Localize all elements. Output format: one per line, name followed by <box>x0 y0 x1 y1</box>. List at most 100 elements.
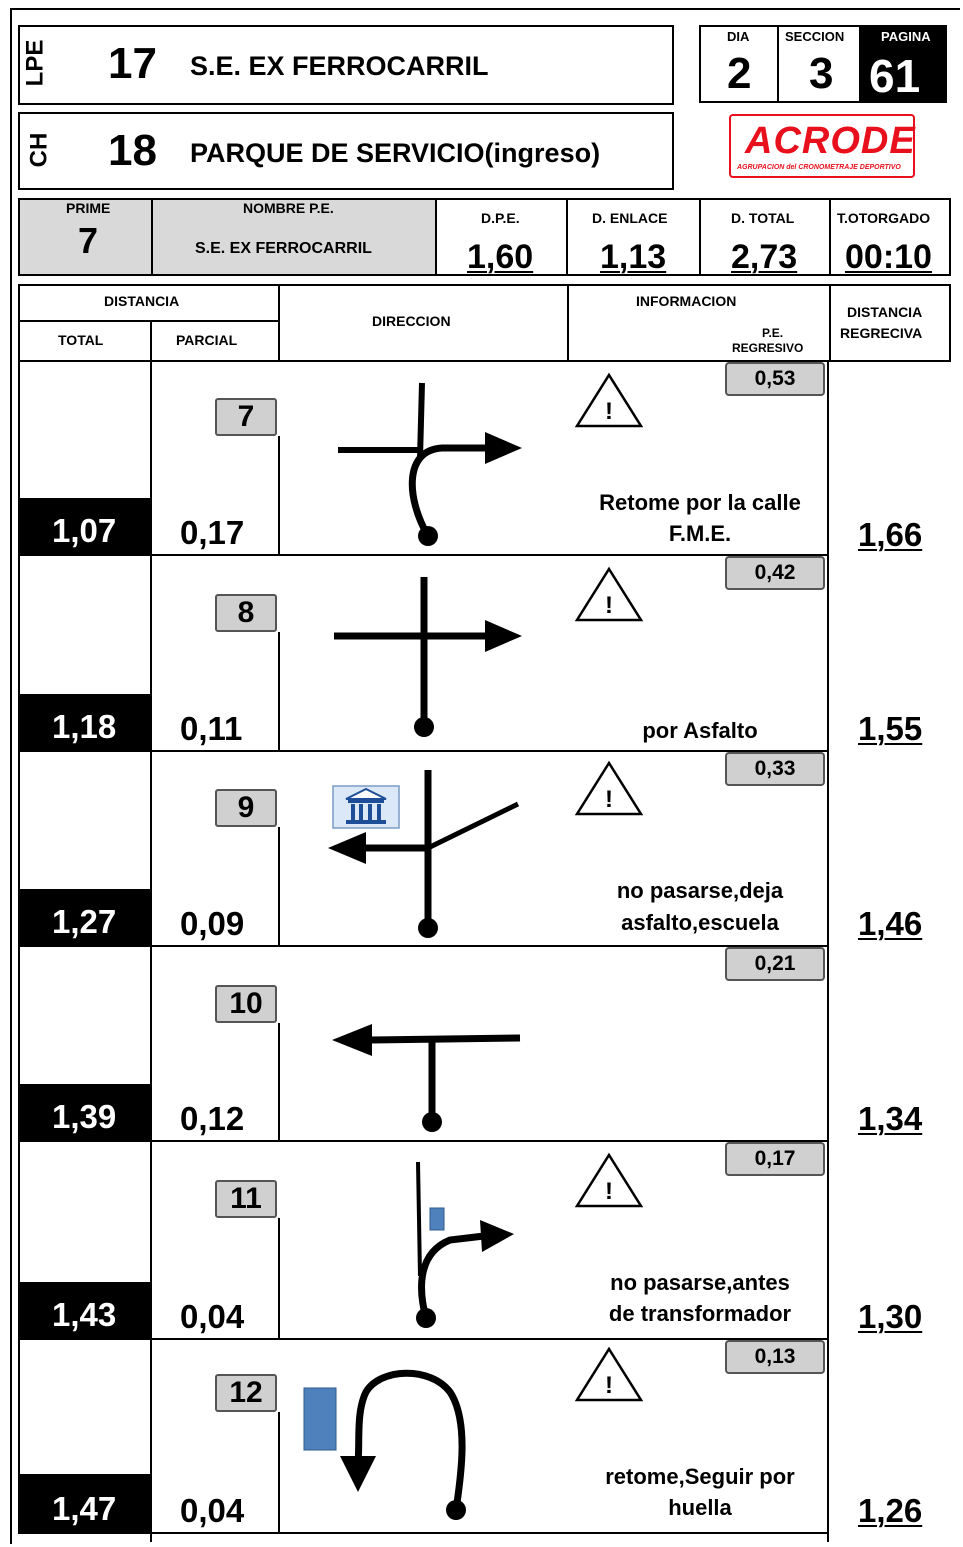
col-divider <box>278 284 280 362</box>
dpe-label: D.P.E. <box>481 210 520 226</box>
row-grid-line <box>18 1338 829 1340</box>
dtotal-value: 2,73 <box>731 238 798 276</box>
regresiva-value: 1,46 <box>858 905 923 942</box>
summary-denlace: D. ENLACE 1,13 <box>566 198 701 276</box>
col-total: TOTAL <box>58 332 104 348</box>
col-divider <box>567 284 569 362</box>
pagina-label: PAGINA <box>881 29 931 44</box>
row-grid-line <box>278 827 280 945</box>
regresiva-value: 1,34 <box>858 1100 923 1137</box>
col-direccion: DIRECCION <box>372 313 451 329</box>
pe-regresivo-badge: 0,13 <box>725 1340 825 1374</box>
col-pe-regresivo-2: REGRESIVO <box>732 341 804 355</box>
row-grid-line <box>18 750 829 752</box>
warning-icon: ! <box>574 566 644 622</box>
pe-regresivo-badge: 0,42 <box>725 556 825 590</box>
total-cell <box>18 498 151 554</box>
col-divider <box>150 320 152 362</box>
logo-subtext: AGRUPACION del CRONOMETRAJE DEPORTIVO <box>737 164 901 171</box>
info-line1: no pasarse,antes <box>610 1270 790 1295</box>
summary-prime: PRIME 7 <box>18 198 153 276</box>
step-badge: 7 <box>215 398 277 436</box>
pe-regresivo-badge: 0,53 <box>725 362 825 396</box>
svg-text:!: ! <box>605 1372 613 1399</box>
ch-label: CH <box>25 132 53 168</box>
svg-text:!: ! <box>605 1178 613 1205</box>
row-grid-line <box>18 554 152 556</box>
step-badge: 11 <box>215 1180 277 1218</box>
page-frame <box>10 8 960 1544</box>
regresiva-value: 1,26 <box>858 1492 923 1529</box>
warning-icon: ! <box>574 372 644 428</box>
row-grid-line <box>827 362 829 1542</box>
col-distancia-regresiva-1: DISTANCIA <box>847 304 923 320</box>
parcial-value: 0,17 <box>180 514 245 551</box>
summary-totorgado: T.OTORGADO 00:10 <box>829 198 951 276</box>
totorgado-value: 00:10 <box>845 238 932 276</box>
info-line2: F.M.E. <box>668 521 732 546</box>
col-parcial: PARCIAL <box>176 332 238 348</box>
row-grid-line <box>278 632 280 750</box>
info-line2: asfalto,escuela <box>621 910 779 935</box>
parcial-value: 0,11 <box>180 710 243 747</box>
info-line1: no pasarse,deja <box>616 878 784 903</box>
step-badge: 12 <box>215 1374 277 1412</box>
info-line2: por Asfalto <box>642 718 758 743</box>
row-grid-line <box>18 1140 829 1142</box>
ch-name: PARQUE DE SERVICIO(ingreso) <box>190 138 601 168</box>
dia-value: 2 <box>727 49 752 98</box>
info-line1: Retome por la calle <box>599 490 801 515</box>
info-line2: huella <box>668 1495 732 1520</box>
regresiva-value: 1,30 <box>858 1298 923 1335</box>
pe-regresivo-badge: 0,17 <box>725 1142 825 1176</box>
lpe-box: LPE 17 S.E. EX FERROCARRIL <box>18 25 674 105</box>
dtotal-label: D. TOTAL <box>731 210 795 226</box>
total-value: 1,43 <box>52 1296 117 1333</box>
route-diagram <box>332 1024 521 1132</box>
total-value: 1,07 <box>52 512 117 549</box>
col-informacion: INFORMACION <box>636 293 737 309</box>
pagina-box: PAGINA 61 <box>859 25 947 103</box>
prime-label: PRIME <box>66 200 111 216</box>
seccion-box: SECCION 3 <box>777 25 861 103</box>
lpe-name: S.E. EX FERROCARRIL <box>190 51 489 81</box>
total-value: 1,39 <box>52 1098 117 1135</box>
total-cell <box>18 1474 151 1532</box>
seccion-value: 3 <box>809 49 834 98</box>
pe-regresivo-badge: 0,33 <box>725 752 825 786</box>
row-grid-line <box>278 1023 280 1140</box>
summary-dtotal: D. TOTAL 2,73 <box>699 198 831 276</box>
dia-label: DIA <box>727 29 750 44</box>
total-cell <box>18 1282 151 1338</box>
ch-number: 18 <box>108 126 157 175</box>
logo-text: ACRODE <box>745 120 916 162</box>
row-grid-line <box>278 436 280 554</box>
row-grid-line <box>278 1412 280 1532</box>
regresiva-value: 1,55 <box>858 710 923 747</box>
col-divider <box>829 284 831 362</box>
step-badge: 10 <box>215 985 277 1023</box>
row-grid-line <box>278 1218 280 1338</box>
lpe-number: 17 <box>108 39 157 88</box>
info-line2: de transformador <box>608 1301 792 1326</box>
info-line1: retome,Seguir por <box>605 1464 795 1489</box>
warning-icon: ! <box>574 1346 644 1402</box>
route-diagram <box>416 1161 514 1328</box>
dia-box: DIA 2 <box>699 25 779 103</box>
col-distancia-regresiva-2: REGRECIVA <box>840 325 923 341</box>
parcial-value: 0,04 <box>180 1298 245 1335</box>
totorgado-label: T.OTORGADO <box>837 210 931 226</box>
parcial-value: 0,09 <box>180 905 245 942</box>
lpe-label: LPE <box>21 39 49 87</box>
step-badge: 8 <box>215 594 277 632</box>
col-distancia: DISTANCIA <box>104 293 180 309</box>
school-icon <box>332 785 400 829</box>
total-value: 1,47 <box>52 1490 117 1527</box>
summary-dpe: D.P.E. 1,60 <box>435 198 568 276</box>
col-pe-regresivo-1: P.E. <box>762 326 784 340</box>
summary-nombre: NOMBRE P.E. S.E. EX FERROCARRIL <box>151 198 437 276</box>
prime-value: 7 <box>78 220 99 261</box>
route-diagram <box>303 1369 466 1520</box>
route-diagram <box>328 770 520 938</box>
pagina-value: 61 <box>869 50 921 102</box>
